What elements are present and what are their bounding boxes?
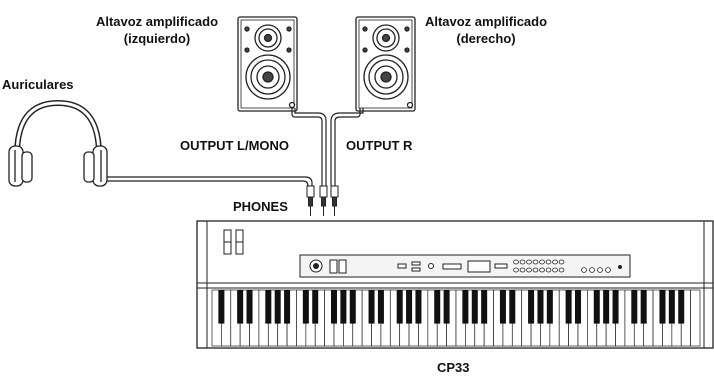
black-key (462, 290, 469, 324)
black-key (302, 290, 309, 324)
black-key (246, 290, 253, 324)
black-key (640, 290, 647, 324)
black-key (218, 290, 225, 324)
black-key (537, 290, 544, 324)
speaker-right-label-line1: Altavoz amplificado (425, 14, 547, 29)
panel-button (545, 259, 552, 265)
model-label: CP33 (437, 360, 470, 375)
speaker-right-label-line2: (derecho) (456, 31, 515, 46)
black-key (396, 290, 403, 324)
headphones-label: Auriculares (2, 77, 74, 92)
speaker-right-icon (355, 16, 416, 112)
panel-button (532, 259, 539, 265)
black-key (443, 290, 450, 324)
panel-button (513, 267, 519, 273)
black-key (349, 290, 356, 324)
output-left-label: OUTPUT L/MONO (180, 138, 289, 153)
black-key (265, 290, 272, 324)
black-key (312, 290, 319, 324)
black-key (678, 290, 685, 324)
panel-button (526, 267, 532, 273)
panel-button (513, 259, 519, 265)
black-key (593, 290, 600, 324)
panel-button (581, 267, 587, 273)
jack-plug-icon (306, 185, 339, 216)
headphones-icon (8, 99, 108, 187)
black-key (331, 290, 338, 324)
white-key (690, 289, 701, 347)
speaker-left-label-line1: Altavoz amplificado (96, 14, 218, 29)
panel-button (532, 267, 539, 273)
black-key (284, 290, 291, 324)
panel-button (519, 267, 526, 273)
panel-button (526, 259, 532, 265)
panel-button (597, 267, 603, 273)
black-key (237, 290, 244, 324)
panel-button (589, 267, 595, 273)
black-key (481, 290, 488, 324)
panel-button (552, 267, 558, 273)
panel-button (545, 267, 552, 273)
panel-button (605, 267, 611, 273)
black-key (612, 290, 619, 324)
panel-button (539, 259, 545, 265)
speaker-left-icon (237, 16, 298, 112)
black-key (668, 290, 675, 324)
black-key (415, 290, 422, 324)
stage-piano-icon (196, 220, 714, 349)
black-key (434, 290, 441, 324)
black-key (659, 290, 666, 324)
speaker-left-label-line2: (izquierdo) (124, 31, 190, 46)
panel-button (558, 259, 565, 265)
output-right-label: OUTPUT R (346, 138, 413, 153)
black-key (368, 290, 375, 324)
black-key (274, 290, 281, 324)
panel-button (539, 267, 545, 273)
panel-button (552, 259, 558, 265)
black-key (471, 290, 478, 324)
black-key (406, 290, 413, 324)
black-key (528, 290, 535, 324)
black-key (603, 290, 610, 324)
black-key (377, 290, 384, 324)
black-key (499, 290, 506, 324)
black-key (631, 290, 638, 324)
panel-button (519, 259, 526, 265)
black-key (546, 290, 553, 324)
black-key (565, 290, 572, 324)
black-key (509, 290, 516, 324)
panel-button (558, 267, 565, 273)
cables (96, 108, 364, 187)
black-key (575, 290, 582, 324)
black-key (340, 290, 347, 324)
phones-label: PHONES (233, 199, 288, 214)
